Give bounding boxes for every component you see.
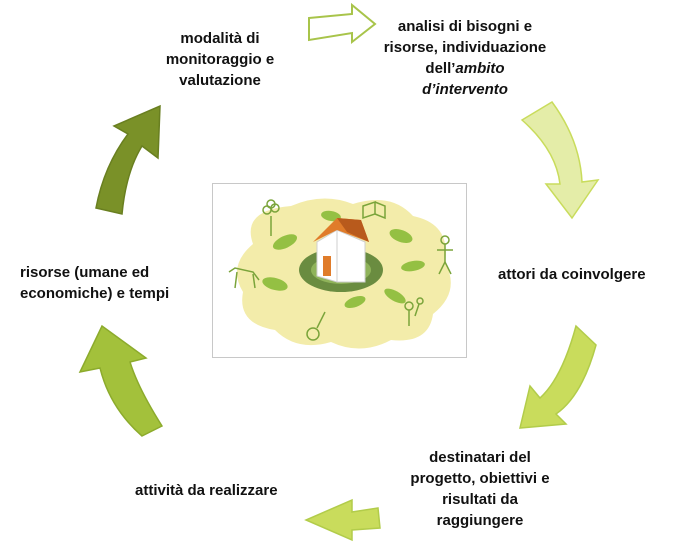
stage-monitoring-line: modalità di [180,30,260,47]
stage-monitoring-line: monitoraggio e [165,51,275,68]
stage-recipients-line: destinatari del [429,449,531,466]
stage-activities-line: attività da realizzare [135,482,278,499]
animal-icon [228,267,260,289]
stage-needs-line: dell’ambito [360,58,570,79]
stage-activities: attività da realizzare [135,480,295,501]
leaf-icon [401,260,425,272]
stage-resources-line: risorse (umane ed [20,264,150,281]
stage-resources-line: economiche) e tempi [20,285,170,302]
house-illustration [228,198,453,349]
stage-actors: attori da coinvolgere [498,264,673,285]
house-wall-front [336,229,366,283]
leaf-icon [262,277,288,291]
stage-monitoring: modalità di monitoraggio e valutazione [155,28,285,91]
arrow-top-outline [308,2,377,45]
stage-actors-line: attori da coinvolgere [498,266,646,283]
stage-recipients-line: raggiungere [436,512,524,529]
stage-recipients: destinatari del progetto, obiettivi e ri… [380,447,580,531]
leaf-icon [272,234,298,250]
book-icon [362,200,386,220]
stage-needs-line: d’intervento [360,79,570,100]
stage-needs-line: risorse, individuazione [383,39,547,56]
arrow-bottom [304,498,381,542]
house-roof-dark [337,218,369,242]
stage-monitoring-line: valutazione [179,72,261,89]
leaf-icon [321,210,341,222]
arrow-top-right [520,101,600,220]
stage-recipients-line: risultati da [442,491,518,508]
house-door [323,256,331,276]
arrow-top-left [95,104,161,215]
tree-icon [262,199,280,236]
stage-resources: risorse (umane ed economiche) e tempi [20,262,180,304]
leaf-icon [384,288,406,304]
guitar-icon [306,311,326,341]
stage-needs-prefix: dell’ [425,60,456,77]
stage-needs-italic: ambito [455,60,505,77]
stage-needs-analysis: analisi di bisogni e risorse, individuaz… [360,16,570,100]
center-illustration [212,183,467,358]
stage-needs-line: analisi di bisogni e [397,18,533,35]
flower-icon [404,297,424,326]
leaf-icon [344,295,366,309]
stage-recipients-line: progetto, obiettivi e [410,470,550,487]
leaf-icon [389,229,413,243]
stage-needs-italic: d’intervento [422,81,508,98]
arrow-left [78,324,164,437]
arrow-right [519,324,597,429]
person-icon [437,235,453,275]
